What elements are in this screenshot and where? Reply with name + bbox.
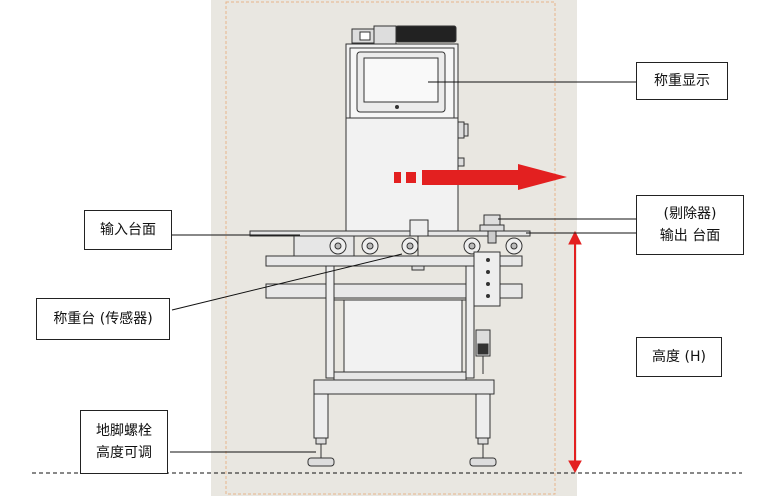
infeed-table-text: 输入台面 xyxy=(100,222,156,238)
weigh-table-text: 称重台 (传感器) xyxy=(53,311,153,327)
leader-lines xyxy=(170,81,636,453)
checkweigher-machine xyxy=(249,25,531,467)
rejector-outfeed-label: (剔除器) 输出 台面 xyxy=(636,195,744,255)
lower-cabinet xyxy=(343,299,463,373)
conveyor xyxy=(249,219,531,271)
rejector-text: (剔除器) xyxy=(663,206,717,222)
height-label: 高度 (H) xyxy=(636,337,722,377)
display-screen xyxy=(356,51,446,113)
outfeed-table-text: 输出 台面 xyxy=(659,228,721,244)
weight-display-label: 称重显示 xyxy=(636,62,728,100)
background-border xyxy=(225,1,556,495)
leveling-feet-label: 地脚螺栓 高度可调 xyxy=(80,410,168,474)
leveling-feet xyxy=(307,437,497,467)
feet-text-line1: 地脚螺栓 xyxy=(96,423,152,439)
flow-direction-arrow xyxy=(394,164,567,190)
air-valve xyxy=(475,329,491,374)
rejector-unit xyxy=(479,214,505,244)
feet-text-line2: 高度可调 xyxy=(96,445,152,461)
weigh-table-label: 称重台 (传感器) xyxy=(36,298,170,340)
height-text: 高度 (H) xyxy=(652,349,706,365)
cable-gland xyxy=(351,25,457,45)
base-frame xyxy=(313,379,495,395)
height-arrow xyxy=(568,230,582,474)
weight-display-text: 称重显示 xyxy=(654,73,710,89)
infeed-table-label: 输入台面 xyxy=(84,210,172,250)
